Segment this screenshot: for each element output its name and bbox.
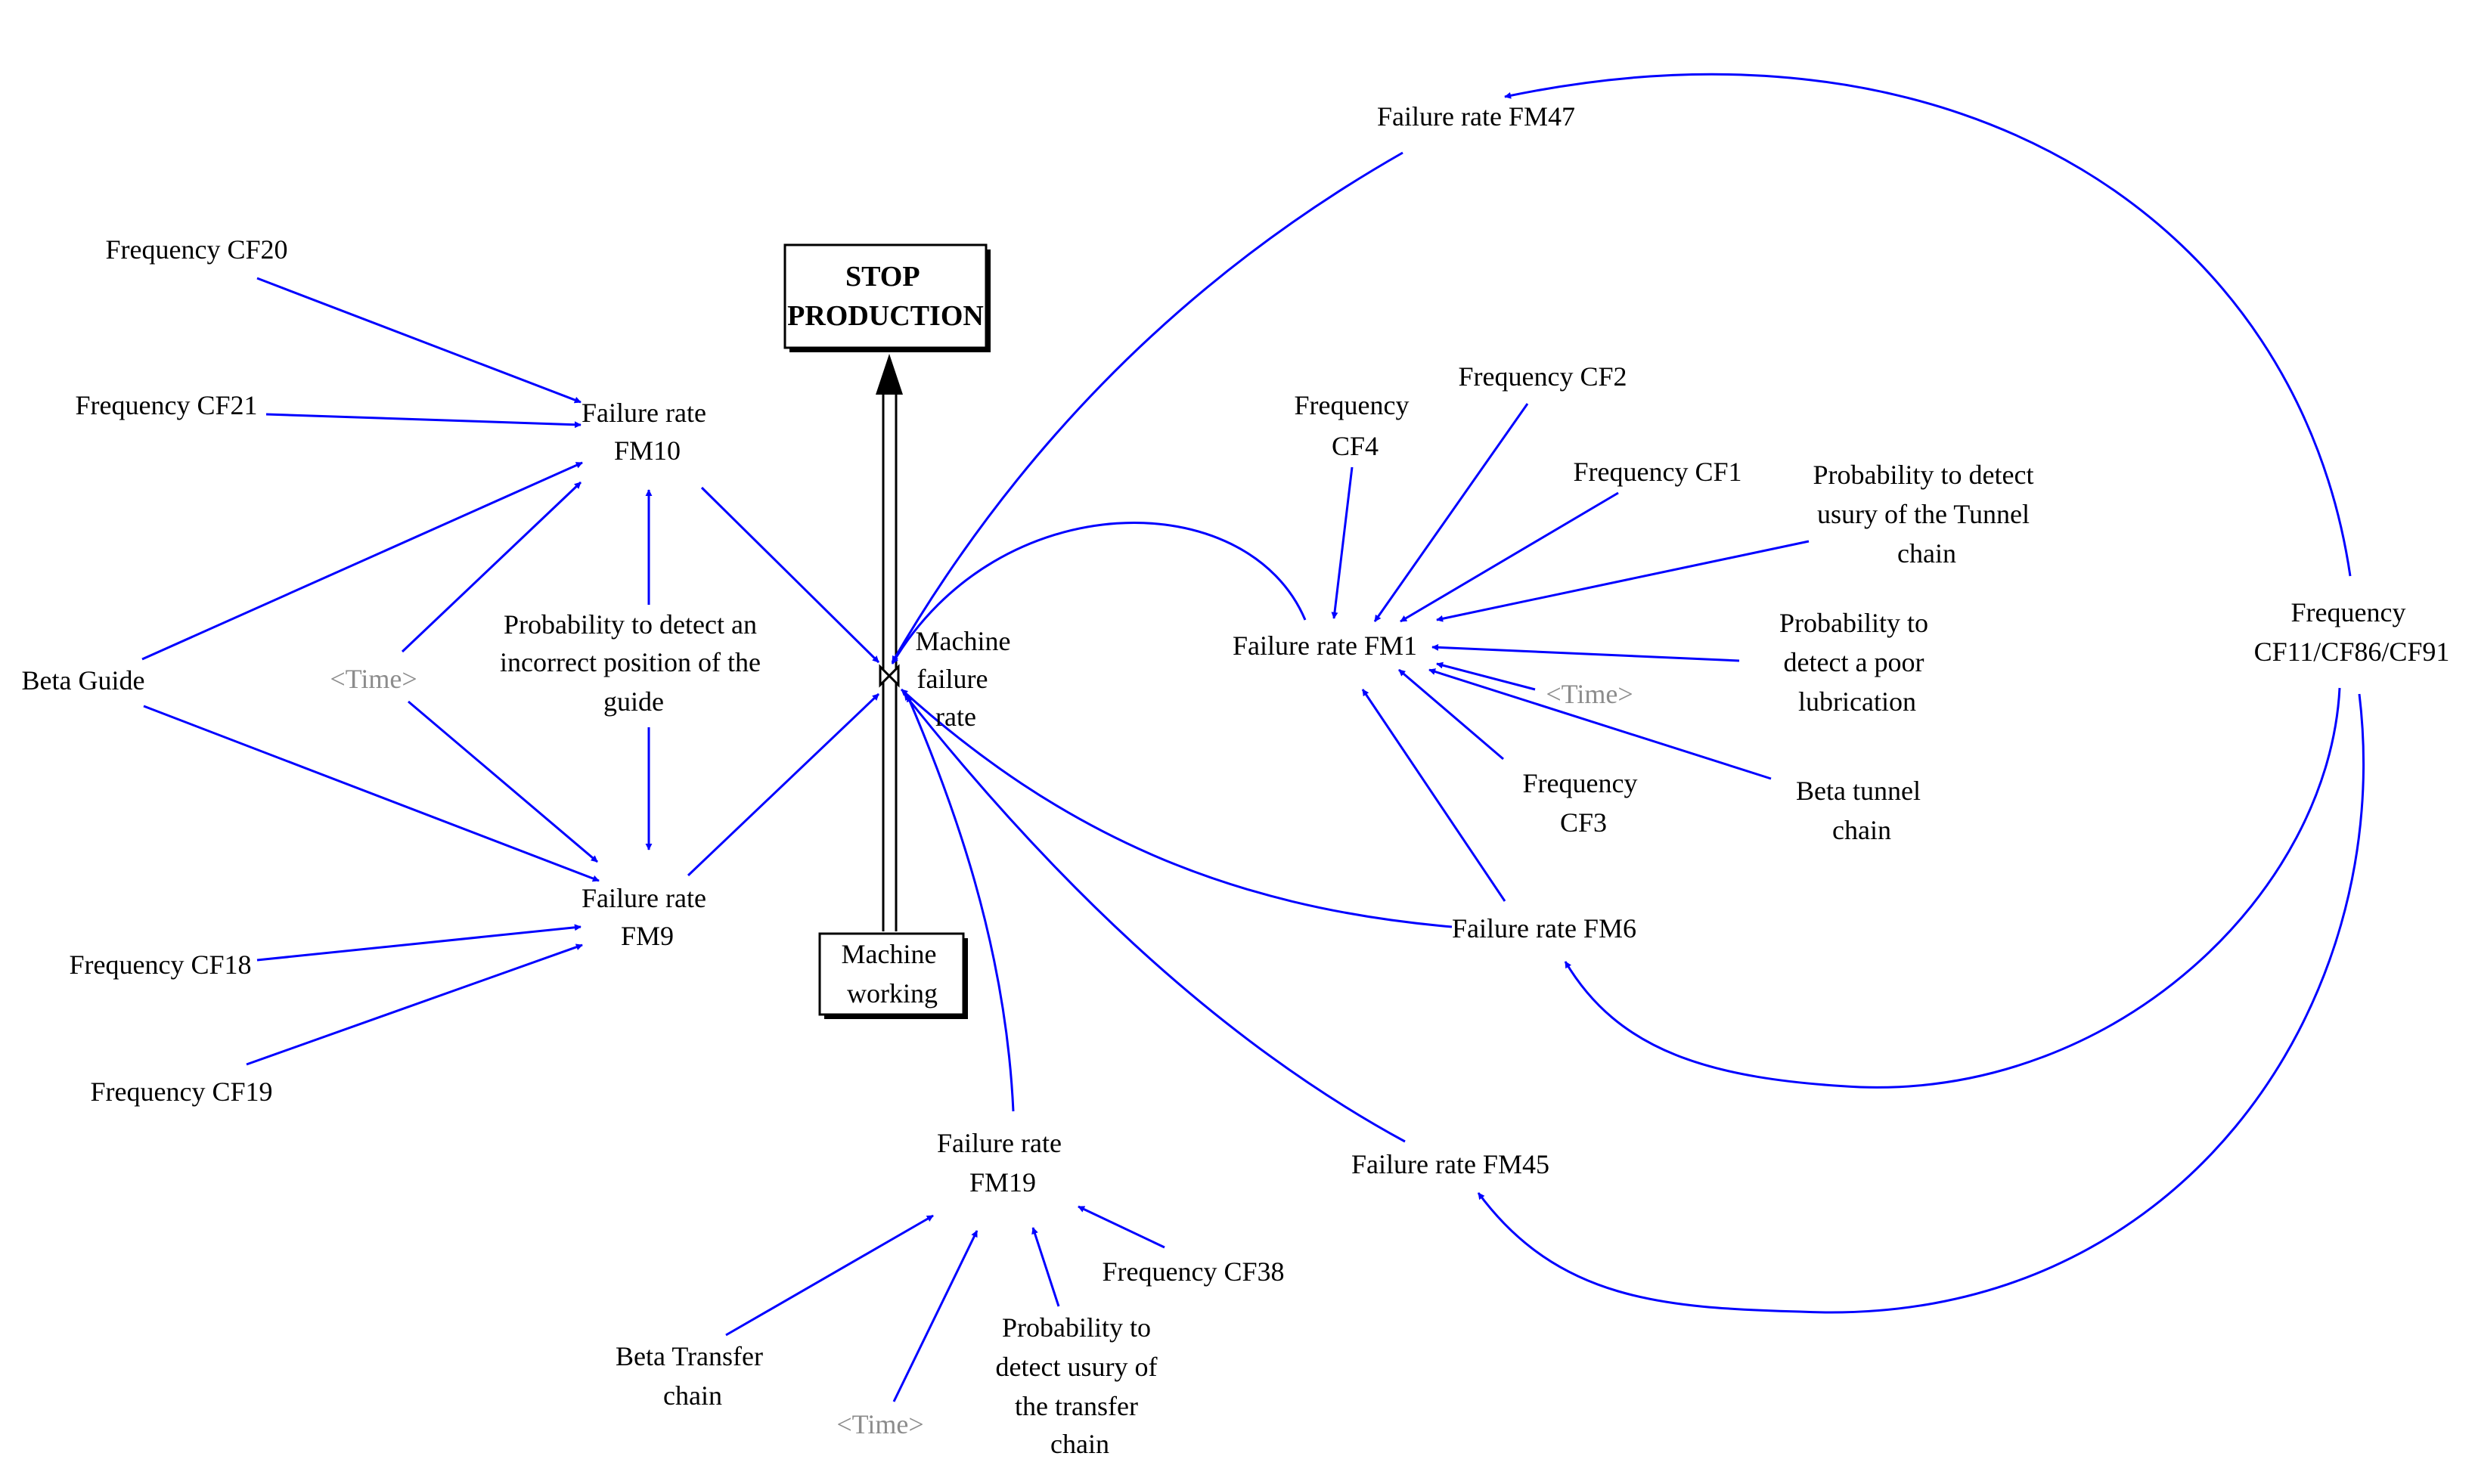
link-time-fm9[interactable] xyxy=(408,700,598,863)
link-cf11-fm47[interactable] xyxy=(1504,73,2352,577)
link-cf2-fm1[interactable] xyxy=(1373,403,1529,622)
stock-stop-production-line-1: STOP xyxy=(845,261,920,293)
flow-pipe xyxy=(876,354,903,931)
link-time-fm1[interactable] xyxy=(1436,661,1536,691)
label-frequency-cf11-86-91[interactable]: Frequency CF11/CF86/CF91 xyxy=(2254,597,2450,667)
label-prob-incorrect-guide[interactable]: Probability to detect an incorrect posit… xyxy=(500,609,768,717)
label-failure-rate-fm19[interactable]: Failure rate FM19 xyxy=(937,1128,1068,1197)
link-betaguide-fm9[interactable] xyxy=(143,705,600,882)
stock-machine-working-line-2: working xyxy=(847,978,938,1008)
label-failure-rate-fm6[interactable]: Failure rate FM6 xyxy=(1452,913,1636,943)
labels: Failure rate FM47 Frequency CF20 Frequen… xyxy=(22,101,2450,1459)
label-failure-rate-fm9[interactable]: Failure rate FM9 xyxy=(582,883,713,951)
label-failure-rate-fm45[interactable]: Failure rate FM45 xyxy=(1351,1149,1549,1179)
label-beta-tunnel-chain[interactable]: Beta tunnel chain xyxy=(1796,776,1928,845)
link-cf3-fm1[interactable] xyxy=(1398,668,1504,761)
link-betatransfer-fm19[interactable] xyxy=(725,1214,934,1337)
link-time-fm10[interactable] xyxy=(401,481,582,653)
label-prob-usury-transfer[interactable]: Probability to detect usury of the trans… xyxy=(996,1312,1165,1459)
label-frequency-cf18[interactable]: Frequency CF18 xyxy=(70,950,252,980)
label-failure-rate-fm47[interactable]: Failure rate FM47 xyxy=(1377,101,1575,132)
link-cf18-fm9[interactable] xyxy=(256,924,582,962)
label-time-left[interactable]: <Time> xyxy=(330,664,417,694)
label-frequency-cf20[interactable]: Frequency CF20 xyxy=(106,234,288,265)
link-time-fm19[interactable] xyxy=(892,1230,979,1402)
link-cf38-fm19[interactable] xyxy=(1078,1205,1165,1249)
label-frequency-cf2[interactable]: Frequency CF2 xyxy=(1459,361,1627,392)
link-cf20-fm10[interactable] xyxy=(256,277,582,404)
stock-stop-production-line-2: PRODUCTION xyxy=(787,300,984,332)
link-cf4-fm1[interactable] xyxy=(1331,466,1354,619)
stock-machine-working-line-1: Machine xyxy=(842,939,937,969)
link-fm6-mfr[interactable] xyxy=(900,688,1453,928)
link-cf19-fm9[interactable] xyxy=(246,943,583,1066)
svg-text:Machine working: Machine working xyxy=(842,939,944,1008)
link-cf11-fm45[interactable] xyxy=(1477,693,2365,1314)
label-frequency-cf19[interactable]: Frequency CF19 xyxy=(91,1077,273,1107)
label-frequency-cf4[interactable]: Frequency CF4 xyxy=(1295,390,1416,461)
link-cf11-fm6[interactable] xyxy=(1564,687,2341,1089)
label-frequency-cf1[interactable]: Frequency CF1 xyxy=(1574,457,1742,487)
svg-text:STOP PRODUCTION: STOP PRODUCTION xyxy=(787,261,984,332)
link-fm47-mfr[interactable] xyxy=(891,151,1403,663)
link-cf21-fm10[interactable] xyxy=(265,413,582,429)
link-betaguide-fm10[interactable] xyxy=(141,461,583,661)
link-probtransfer-fm19[interactable] xyxy=(1031,1227,1060,1307)
label-prob-usury-tunnel[interactable]: Probability to detect usury of the Tunne… xyxy=(1813,460,2041,569)
label-frequency-cf3[interactable]: Frequency CF3 xyxy=(1523,768,1645,838)
link-cf1-fm1[interactable] xyxy=(1400,491,1619,623)
link-probtunnel-fm1[interactable] xyxy=(1436,540,1810,622)
link-problub-fm1[interactable] xyxy=(1431,643,1740,662)
link-fm45-mfr[interactable] xyxy=(903,693,1406,1143)
link-fm6-fm1[interactable] xyxy=(1361,689,1506,902)
flow-valve-icon[interactable] xyxy=(879,664,900,688)
label-time-right[interactable]: <Time> xyxy=(1546,679,1633,709)
label-machine-failure-rate[interactable]: Machine failure rate xyxy=(916,626,1018,732)
label-beta-transfer-chain[interactable]: Beta Transfer chain xyxy=(616,1341,770,1411)
label-failure-rate-fm1[interactable]: Failure rate FM1 xyxy=(1233,630,1417,661)
label-beta-guide[interactable]: Beta Guide xyxy=(22,665,145,696)
label-frequency-cf38[interactable]: Frequency CF38 xyxy=(1103,1256,1285,1287)
link-fm9-mfr[interactable] xyxy=(687,692,880,877)
causal-links xyxy=(141,73,2365,1402)
label-failure-rate-fm10[interactable]: Failure rate FM10 xyxy=(582,398,713,466)
link-fm19-mfr[interactable] xyxy=(906,695,1015,1112)
stock-stop-production[interactable]: STOP PRODUCTION xyxy=(783,243,991,352)
label-prob-poor-lubrication[interactable]: Probability to detect a poor lubrication xyxy=(1779,608,1935,717)
link-fm1-mfr[interactable] xyxy=(891,522,1307,665)
link-fm10-mfr[interactable] xyxy=(700,486,880,664)
link-betatunnel-fm1[interactable] xyxy=(1428,668,1772,780)
label-frequency-cf21[interactable]: Frequency CF21 xyxy=(76,390,258,420)
stock-machine-working[interactable]: Machine working xyxy=(818,932,968,1019)
label-time-bottom[interactable]: <Time> xyxy=(836,1409,923,1439)
